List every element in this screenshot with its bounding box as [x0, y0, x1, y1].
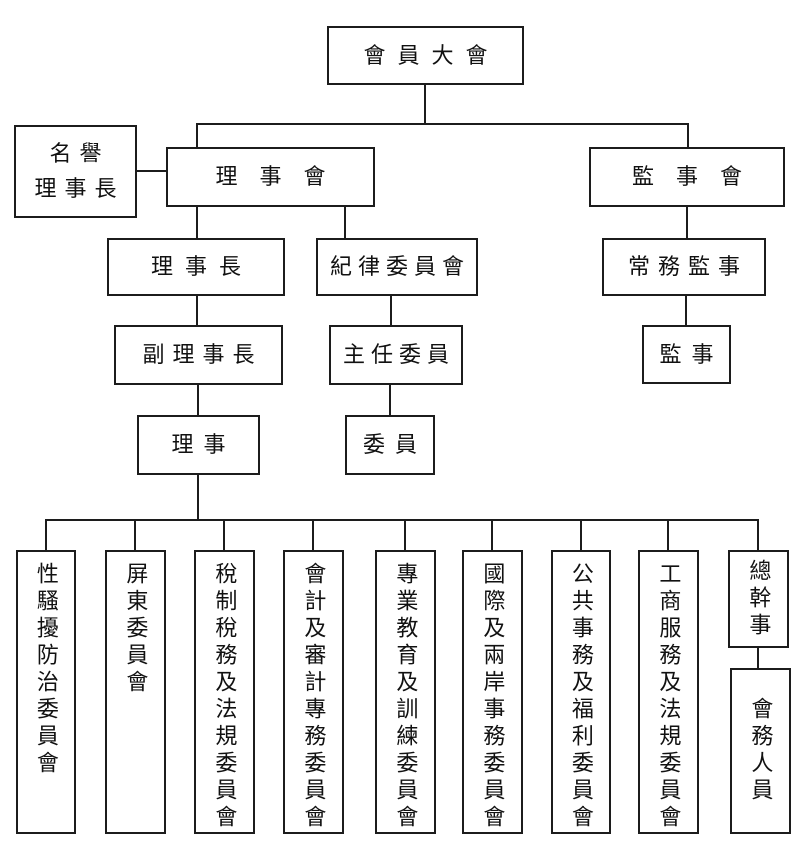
- node-chief-commissioner-label: 主任委員: [342, 342, 455, 368]
- node-standing-supervisor-label: 常務監事: [627, 254, 748, 280]
- committee-sexual-harassment-prevention: 性騷擾防治委員會: [16, 550, 76, 834]
- committee-industrial-commercial-services-and-regulations: 工商服務及法規委員會: [638, 550, 699, 834]
- connector: [491, 519, 493, 550]
- node-vice-chairman: 副理事長: [114, 325, 283, 385]
- node-secretary-general: 總幹事: [728, 550, 789, 648]
- connector: [757, 519, 759, 550]
- node-board-of-directors: 理事會: [166, 147, 375, 207]
- committee-accounting-and-auditing: 會計及審計專務委員會: [283, 550, 344, 834]
- committee-pingtung: 屏東委員會: [105, 550, 166, 834]
- connector: [137, 170, 166, 172]
- connector: [196, 207, 198, 238]
- connector: [45, 519, 47, 550]
- node-chairman: 理事長: [107, 238, 285, 296]
- committee-tax-system-tax-affairs-and-regulations: 稅制稅務及法規委員會: [194, 550, 255, 834]
- node-association-staff-label: 會務人員: [748, 697, 774, 805]
- connector: [196, 123, 689, 125]
- committee-label: 公共事務及福利委員會: [568, 562, 594, 832]
- connector: [196, 123, 198, 147]
- connector: [344, 207, 346, 238]
- node-board-of-directors-label: 理事會: [215, 164, 348, 190]
- connector: [312, 519, 314, 550]
- connector: [687, 123, 689, 147]
- node-honorary-chairman-label: 名譽 理事長: [34, 141, 125, 201]
- connector: [45, 519, 759, 521]
- committee-public-affairs-and-welfare: 公共事務及福利委員會: [551, 550, 611, 834]
- committee-label: 性騷擾防治委員會: [33, 562, 59, 778]
- node-commissioner-label: 委員: [362, 432, 427, 458]
- connector: [196, 296, 198, 325]
- node-chairman-label: 理事長: [150, 254, 253, 280]
- node-honorary-chairman: 名譽 理事長: [14, 125, 137, 218]
- connector: [390, 296, 392, 325]
- committee-label: 稅制稅務及法規委員會: [212, 562, 238, 832]
- node-discipline-committee: 紀律委員會: [316, 238, 478, 296]
- node-discipline-committee-label: 紀律委員會: [329, 254, 470, 280]
- connector: [686, 207, 688, 238]
- node-standing-supervisor: 常務監事: [602, 238, 766, 296]
- connector: [580, 519, 582, 550]
- node-general-assembly: 會員大會: [327, 26, 524, 85]
- node-secretary-general-label: 總幹事: [746, 558, 772, 640]
- connector: [223, 519, 225, 550]
- committee-professional-education-and-training: 專業教育及訓練委員會: [375, 550, 436, 834]
- committee-label: 屏東委員會: [123, 562, 149, 697]
- connector: [197, 475, 199, 519]
- node-vice-chairman-label: 副理事長: [142, 342, 263, 368]
- committee-international-and-cross-strait-affairs: 國際及兩岸事務委員會: [462, 550, 523, 834]
- connector: [404, 519, 406, 550]
- connector: [685, 296, 687, 325]
- committee-label: 國際及兩岸事務委員會: [480, 562, 506, 832]
- connector: [757, 648, 759, 668]
- connector: [134, 519, 136, 550]
- node-commissioner: 委員: [345, 415, 435, 475]
- node-supervisor-label: 監事: [659, 341, 724, 367]
- node-director-label: 理事: [171, 432, 236, 458]
- node-association-staff: 會務人員: [730, 668, 791, 834]
- connector: [667, 519, 669, 550]
- committee-label: 會計及審計專務委員會: [301, 562, 327, 832]
- connector: [389, 385, 391, 415]
- committee-label: 工商服務及法規委員會: [656, 562, 682, 832]
- node-board-of-supervisors: 監事會: [589, 147, 785, 207]
- node-board-of-supervisors-label: 監事會: [631, 164, 764, 190]
- node-chief-commissioner: 主任委員: [329, 325, 463, 385]
- connector: [197, 385, 199, 415]
- node-director: 理事: [137, 415, 260, 475]
- node-supervisor: 監事: [642, 325, 731, 384]
- committee-label: 專業教育及訓練委員會: [393, 562, 419, 832]
- node-general-assembly-label: 會員大會: [363, 42, 500, 68]
- connector: [424, 85, 426, 123]
